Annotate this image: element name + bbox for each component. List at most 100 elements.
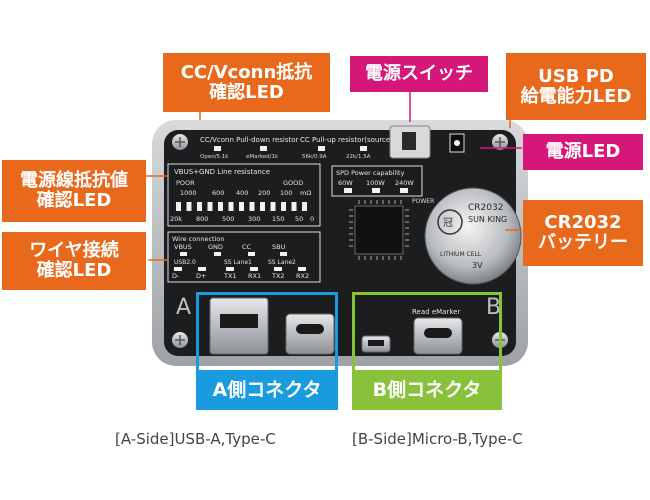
usb-a-port: [220, 314, 258, 328]
svg-text:GND: GND: [208, 243, 223, 251]
resistance-led-row: [176, 202, 307, 211]
cc-label: 56k/0.9A: [302, 154, 327, 160]
callout-text: ワイヤ接続: [29, 240, 119, 262]
poor-label: POOR: [176, 179, 195, 187]
svg-text:800: 800: [196, 215, 208, 223]
chip-pins: [349, 200, 409, 260]
type-c-b-port: [424, 328, 452, 338]
svg-text:VBUS: VBUS: [174, 243, 192, 251]
indicator-led: [214, 146, 221, 151]
callout-text: 確認LED: [209, 81, 284, 103]
callout-power-switch: 電源スイッチ: [350, 56, 488, 92]
indicator-led: [198, 267, 206, 271]
indicator-led: [228, 202, 234, 211]
callout-text: 電源LED: [545, 141, 621, 163]
callout-text: 給電能力LED: [520, 85, 632, 107]
indicator-led: [260, 146, 267, 151]
indicator-led: [218, 202, 223, 211]
svg-text:D-: D-: [172, 272, 180, 280]
indicator-led: [207, 202, 213, 211]
callout-line-resistance-led: 電源線抵抗値 確認LED: [2, 160, 146, 222]
battery-text: CR2032 SUN KING LITHIUM CELL 3V: [440, 203, 507, 270]
svg-text:100: 100: [280, 189, 292, 197]
cc-pulldown-label: CC/Vconn Pull-down resistor: [200, 136, 299, 144]
svg-text:SS Lane2: SS Lane2: [268, 259, 296, 266]
svg-text:SUN KING: SUN KING: [468, 215, 507, 224]
svg-text:1000: 1000: [180, 189, 197, 197]
svg-text:CR2032: CR2032: [468, 203, 503, 213]
svg-text:SBU: SBU: [272, 243, 286, 251]
callout-text: USB PD: [538, 65, 614, 87]
svg-text:500: 500: [222, 215, 234, 223]
wire-group-labels: USB2.0 SS Lane1 SS Lane2: [174, 259, 296, 266]
svg-text:LITHIUM CELL: LITHIUM CELL: [440, 251, 482, 258]
callout-text: 電源線抵抗値: [20, 170, 128, 192]
indicator-led: [280, 252, 287, 256]
indicator-led: [239, 202, 244, 211]
svg-text:60W: 60W: [338, 179, 353, 187]
indicator-led: [302, 202, 307, 211]
wire-top-labels: VBUS GND CC SBU: [174, 243, 286, 251]
callout-usb-pd-led: USB PD 給電能力LED: [506, 53, 646, 120]
svg-text:TX2: TX2: [271, 272, 285, 280]
svg-text:CC: CC: [242, 243, 252, 251]
callout-cc-vconn-led: CC/Vconn抵抗 確認LED: [163, 53, 330, 112]
indicator-led: [176, 202, 181, 211]
callout-power-led: 電源LED: [523, 134, 643, 170]
callout-cr2032-battery: CR2032 バッテリー: [523, 200, 643, 266]
svg-text:mΩ: mΩ: [300, 189, 311, 197]
callout-text: 確認LED: [36, 190, 112, 211]
svg-text:USB2.0: USB2.0: [174, 259, 196, 266]
indicator-led: [291, 202, 297, 211]
side-a-letter: A: [176, 295, 191, 320]
svg-text:0: 0: [310, 215, 314, 223]
type-c-a-port: [296, 324, 324, 334]
indicator-led: [197, 202, 202, 211]
cc-label: eMarked/1k: [246, 154, 279, 160]
svg-text:400: 400: [236, 189, 248, 197]
svg-text:200: 200: [258, 189, 270, 197]
callout-text: 電源スイッチ: [365, 63, 473, 85]
pd-led-row: [344, 188, 408, 193]
indicator-led: [344, 188, 352, 193]
callout-text: B側コネクタ: [372, 378, 482, 401]
wire-title: Wire connection: [172, 235, 225, 243]
wire-bottom-labels: D- D+ TX1 RX1 TX2 RX2: [172, 272, 309, 280]
caption-a-side: [A-Side]USB-A,Type-C: [115, 430, 276, 448]
cc-pullup-label: CC Pull-up resistor(source): [300, 136, 393, 144]
cc-label: Open/5.1k: [200, 154, 229, 160]
svg-text:100W: 100W: [366, 179, 385, 187]
line-resistance-panel: [167, 163, 321, 227]
indicator-led: [260, 202, 265, 211]
indicator-led: [180, 252, 187, 256]
pd-values: 60W 100W 240W: [338, 179, 414, 187]
indicator-led: [298, 267, 306, 271]
indicator-led: [250, 267, 258, 271]
svg-text:20k: 20k: [170, 215, 182, 223]
callout-b-side-connector: B側コネクタ: [352, 370, 502, 410]
indicator-led: [214, 252, 221, 256]
power-switch-knob: [402, 132, 416, 150]
tester-board-image: CC/Vconn Pull-down resistor CC Pull-up r…: [152, 120, 528, 366]
indicator-led: [270, 202, 276, 211]
tester-board: CC/Vconn Pull-down resistor CC Pull-up r…: [150, 118, 530, 368]
indicator-led: [274, 267, 282, 271]
line-resistance-title: VBUS+GND Line resistance: [174, 168, 270, 176]
svg-text:600: 600: [212, 189, 224, 197]
indicator-led: [372, 188, 380, 193]
a-side-frame: [196, 292, 338, 374]
wire-panel: [167, 231, 321, 283]
svg-text:300: 300: [248, 215, 260, 223]
pd-title: SPD Power capability: [336, 169, 405, 177]
battery-logo: 冠: [443, 217, 453, 229]
callout-text: A側コネクタ: [212, 378, 322, 401]
callout-text: バッテリー: [538, 232, 628, 253]
cr2032-battery: [424, 187, 522, 285]
indicator-led: [318, 146, 325, 151]
svg-text:SS Lane1: SS Lane1: [224, 259, 252, 266]
svg-text:240W: 240W: [395, 179, 414, 187]
read-emarker-label: Read eMarker: [412, 308, 460, 316]
indicator-led: [248, 252, 255, 256]
b-side-frame: [352, 292, 502, 374]
caption-b-side: [B-Side]Micro-B,Type-C: [352, 430, 523, 448]
